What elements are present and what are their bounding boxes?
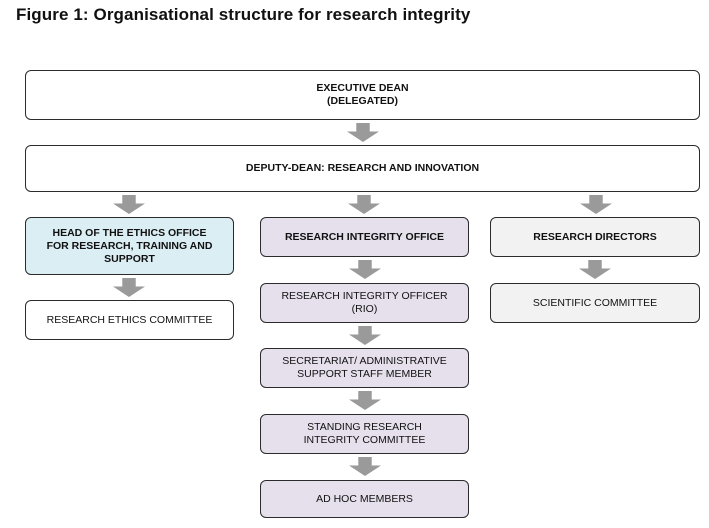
head-ethics-office-box: HEAD OF THE ETHICS OFFICE FOR RESEARCH, … [25,217,234,275]
research-integrity-office-box: RESEARCH INTEGRITY OFFICE [260,217,469,257]
standing-committee-line-2: INTEGRITY COMMITTEE [303,434,426,446]
arrow-icon [349,391,381,410]
head-ethics-line-1: HEAD OF THE ETHICS OFFICE [52,226,207,239]
arrow-icon [349,326,381,345]
figure-title: Figure 1: Organisational structure for r… [16,5,471,24]
arrow-icon [348,195,380,214]
research-integrity-officer-line-2: (RIO) [351,303,378,315]
research-integrity-office-label: RESEARCH INTEGRITY OFFICE [284,230,445,243]
research-integrity-officer-line-1: RESEARCH INTEGRITY OFFICER [281,290,448,302]
arrow-icon [113,195,145,214]
research-integrity-officer-box: RESEARCH INTEGRITY OFFICER (RIO) [260,283,469,323]
secretariat-line-2: SUPPORT STAFF MEMBER [297,368,432,380]
research-directors-box: RESEARCH DIRECTORS [490,217,700,257]
secretariat-box: SECRETARIAT/ ADMINISTRATIVE SUPPORT STAF… [260,348,469,388]
head-ethics-line-3: SUPPORT [104,252,155,265]
arrow-icon [580,195,612,214]
head-ethics-line-2: FOR RESEARCH, TRAINING AND [46,239,213,252]
deputy-dean-box: DEPUTY-DEAN: RESEARCH AND INNOVATION [25,145,700,192]
executive-dean-line-1: EXECUTIVE DEAN [316,82,409,94]
secretariat-line-1: SECRETARIAT/ ADMINISTRATIVE [282,355,447,367]
standing-committee-line-1: STANDING RESEARCH [307,421,422,433]
standing-committee-box: STANDING RESEARCH INTEGRITY COMMITTEE [260,414,469,454]
deputy-dean-line-1: DEPUTY-DEAN: RESEARCH AND INNOVATION [245,162,480,174]
scientific-committee-label: SCIENTIFIC COMMITTEE [532,296,658,309]
executive-dean-line-2: (DELEGATED) [327,95,398,107]
arrow-icon [349,457,381,476]
arrow-icon [113,278,145,297]
research-ethics-committee-label: RESEARCH ETHICS COMMITTEE [46,313,213,326]
research-ethics-committee-box: RESEARCH ETHICS COMMITTEE [25,300,234,340]
arrow-icon [347,123,379,142]
executive-dean-box: EXECUTIVE DEAN (DELEGATED) [25,70,700,120]
ad-hoc-members-label: AD HOC MEMBERS [316,492,413,505]
scientific-committee-box: SCIENTIFIC COMMITTEE [490,283,700,323]
ad-hoc-members-box: AD HOC MEMBERS [260,480,469,518]
research-directors-label: RESEARCH DIRECTORS [533,230,657,243]
arrow-icon [349,260,381,279]
arrow-icon [579,260,611,279]
